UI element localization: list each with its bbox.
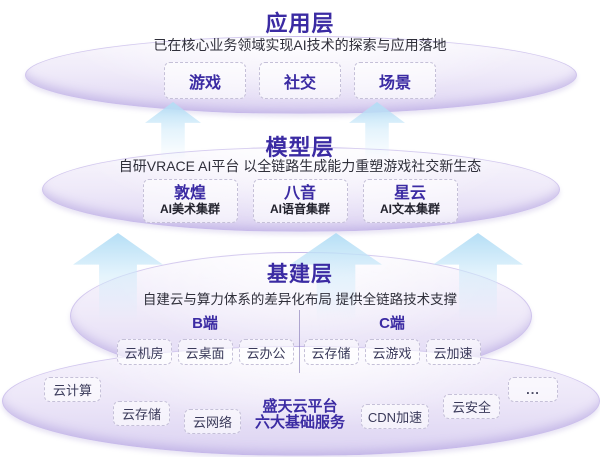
platform-title-line2: 六大基础服务 — [254, 413, 345, 431]
infra-group-c: C端 云存储 云游戏 云加速 — [302, 312, 482, 365]
model-chip-bayin: 八音 AI语音集群 — [252, 179, 348, 223]
model-chip-name: 星云 — [393, 184, 426, 202]
app-chip-social: 社交 — [259, 62, 341, 99]
model-chip-dunhuang: 敦煌 AI美术集群 — [142, 179, 238, 223]
platform-chip-cloud-computing: 云计算 — [44, 377, 101, 402]
infra-group-c-header: C端 — [379, 315, 405, 332]
group-divider — [299, 310, 300, 373]
app-layer-subtitle: 已在核心业务领域实现AI技术的探索与应用落地 — [153, 37, 447, 53]
app-layer-items: 游戏 社交 场景 — [0, 62, 600, 99]
infra-layer-title: 基建层 — [267, 263, 333, 286]
infra-group-b-items: 云机房 云桌面 云办公 — [112, 339, 298, 365]
model-layer-items: 敦煌 AI美术集群 八音 AI语音集群 星云 AI文本集群 — [0, 179, 600, 223]
platform-chip-more: ... — [508, 377, 558, 402]
platform-chip-cloud-security: 云安全 — [443, 394, 500, 419]
infra-chip-cloud-storage: 云存储 — [303, 339, 359, 365]
infra-chip-cloud-acceleration: 云加速 — [425, 339, 481, 365]
app-chip-game: 游戏 — [164, 62, 246, 99]
infra-chip-cloud-office: 云办公 — [238, 339, 294, 365]
platform-chip-cdn: CDN加速 — [361, 404, 429, 429]
platform-title-line1: 盛天云平台 — [262, 398, 338, 415]
model-chip-desc: AI文本集群 — [379, 202, 440, 217]
model-chip-desc: AI美术集群 — [159, 202, 220, 217]
infra-chip-cloud-datacenter: 云机房 — [116, 339, 172, 365]
infra-chip-cloud-desktop: 云桌面 — [177, 339, 233, 365]
app-layer-title: 应用层 — [265, 11, 335, 36]
model-chip-name: 敦煌 — [173, 184, 206, 202]
platform-chip-cloud-network: 云网络 — [184, 409, 241, 434]
model-layer-subtitle: 自研VRACE AI平台 以全链路生成能力重塑游戏社交新生态 — [118, 158, 482, 174]
model-chip-xingyun: 星云 AI文本集群 — [362, 179, 458, 223]
model-chip-name: 八音 — [283, 184, 316, 202]
platform-chip-cloud-storage: 云存储 — [113, 401, 170, 426]
infra-group-c-items: 云存储 云游戏 云加速 — [302, 339, 482, 365]
model-layer-title: 模型层 — [265, 135, 335, 160]
app-chip-scene: 场景 — [354, 62, 436, 99]
infra-layer-subtitle: 自建云与算力体系的差异化布局 提供全链路技术支撑 — [142, 292, 458, 307]
infra-group-b-header: B端 — [192, 315, 218, 332]
model-chip-desc: AI语音集群 — [269, 202, 330, 217]
platform-title: 盛天云平台 六大基础服务 — [240, 399, 360, 430]
infra-chip-cloud-gaming: 云游戏 — [364, 339, 420, 365]
infra-group-b: B端 云机房 云桌面 云办公 — [112, 312, 298, 365]
